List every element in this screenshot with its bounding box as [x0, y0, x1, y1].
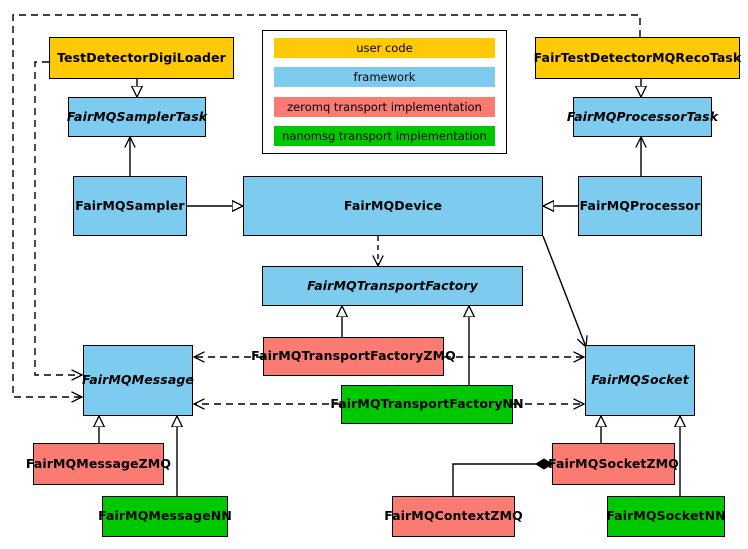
node-fairmqprocessortask[interactable]: FairMQProcessorTask — [567, 97, 718, 137]
legend-item-zeromq: zeromq transport implementation — [274, 96, 495, 117]
node-fairmqmessagenn[interactable]: FairMQMessageNN — [98, 496, 232, 537]
node-fairmqsocketzmq[interactable]: FairMQSocketZMQ — [548, 443, 679, 485]
legend-item-nanomsg: nanomsg transport implementation — [274, 125, 495, 146]
node-fairmqmessagezmq[interactable]: FairMQMessageZMQ — [26, 443, 171, 485]
node-fairtestdetectormqrecotask[interactable]: FairTestDetectorMQRecoTask — [534, 37, 741, 79]
node-testdetectordigiloader[interactable]: TestDetectorDigiLoader — [49, 37, 234, 79]
node-fairmqtransportfactoryzmq[interactable]: FairMQTransportFactoryZMQ — [251, 337, 456, 376]
node-fairmqprocessor[interactable]: FairMQProcessor — [578, 176, 702, 236]
node-fairmqsocket[interactable]: FairMQSocket — [585, 345, 695, 416]
node-fairmqdevice[interactable]: FairMQDevice — [243, 176, 543, 236]
legend-item-user-code: user code — [274, 38, 495, 58]
legend-item-framework: framework — [274, 67, 495, 88]
legend: user code framework zeromq transport imp… — [262, 30, 507, 154]
node-fairmqtransportfactorynn[interactable]: FairMQTransportFactoryNN — [330, 385, 524, 424]
node-fairmqmessage[interactable]: FairMQMessage — [82, 345, 194, 416]
node-fairmqcontextzmq[interactable]: FairMQContextZMQ — [384, 496, 523, 537]
node-fairmqsampler[interactable]: FairMQSampler — [73, 176, 187, 236]
node-fairmqsocketnn[interactable]: FairMQSocketNN — [606, 496, 726, 537]
edge-device-socket — [542, 235, 588, 349]
node-fairmqsamplertask[interactable]: FairMQSamplerTask — [67, 97, 207, 137]
node-fairmqtransportfactory[interactable]: FairMQTransportFactory — [262, 266, 523, 306]
edge-socketzmq-contextzmq — [452, 464, 552, 496]
